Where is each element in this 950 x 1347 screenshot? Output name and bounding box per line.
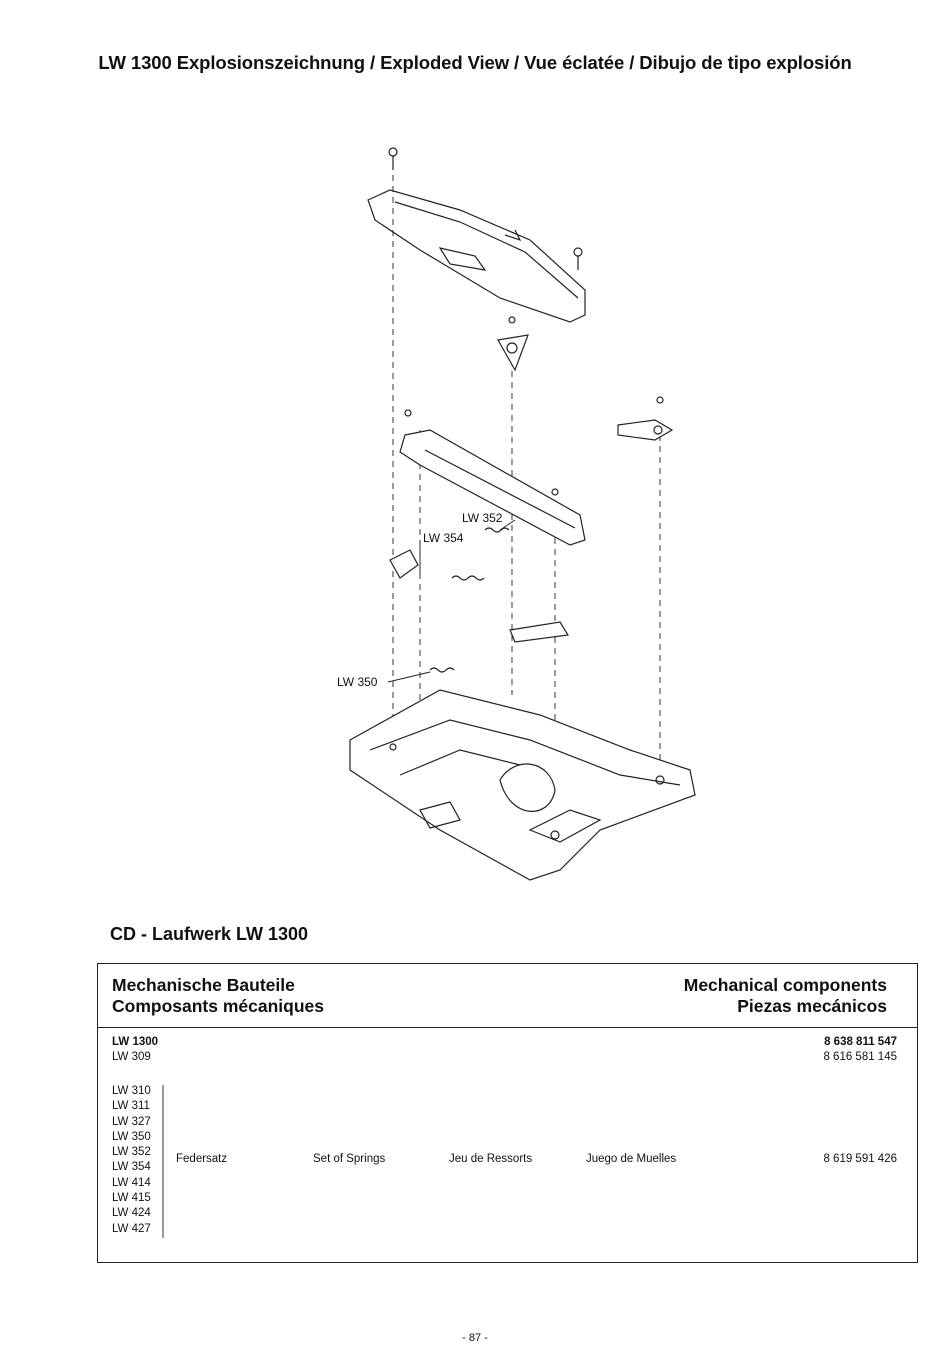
spring-code-list: LW 310 LW 311 LW 327 LW 350 LW 352 LW 35… <box>112 1084 151 1237</box>
parts-table-header: Mechanische Bauteile Composants mécaniqu… <box>98 964 917 1028</box>
section-title: CD - Laufwerk LW 1300 <box>110 924 309 944</box>
spring-lw354 <box>451 575 485 581</box>
spring-code: LW 415 <box>112 1192 151 1205</box>
spring-code: LW 327 <box>112 1115 151 1128</box>
spring-set-english: Set of Springs <box>313 1153 386 1165</box>
spring-lw352 <box>484 527 510 533</box>
spring-set-french: Jeu de Ressorts <box>449 1153 533 1165</box>
spring-code: LW 311 <box>112 1100 150 1113</box>
main-item-code: LW 1300 <box>112 1036 159 1048</box>
small-bracket-right <box>509 621 569 643</box>
header-spanish: Piezas mecánicos <box>737 996 887 1016</box>
group-bracket <box>162 1085 164 1238</box>
page-number: - 87 - <box>462 1332 488 1344</box>
lever-arm <box>617 419 674 441</box>
spring-code: LW 427 <box>112 1222 151 1235</box>
parts-table: Mechanische Bauteile Composants mécaniqu… <box>97 963 918 1263</box>
top-bracket <box>367 189 586 323</box>
spring-set-spanish: Juego de Muelles <box>586 1153 677 1165</box>
spring-lw350 <box>429 667 455 673</box>
spring-code: LW 352 <box>112 1146 151 1159</box>
spring-code: LW 354 <box>112 1161 151 1174</box>
header-german: Mechanische Bauteile <box>112 975 295 995</box>
screw-top-left <box>388 147 398 170</box>
spring-code: LW 424 <box>112 1207 151 1220</box>
header-left: Mechanische Bauteile Composants mécaniqu… <box>112 975 324 1017</box>
callout-lw350: LW 350 <box>337 675 378 689</box>
screw-top-right <box>573 247 583 270</box>
small-bracket-left <box>389 549 419 579</box>
callout-lw354: LW 354 <box>423 531 464 545</box>
callout-lw352: LW 352 <box>462 511 503 525</box>
spring-code: LW 310 <box>112 1085 151 1097</box>
slider-plate <box>399 429 586 546</box>
header-right: Mechanical components Piezas mecánicos <box>684 975 887 1017</box>
spring-code: LW 350 <box>112 1130 151 1143</box>
spring-code: LW 414 <box>112 1176 151 1189</box>
exploded-view-drawing: LW 352 LW 354 LW 350 <box>337 147 696 881</box>
base-chassis <box>349 689 696 881</box>
main-item-number: 8 638 811 547 <box>824 1036 897 1048</box>
second-item-number: 8 616 581 145 <box>823 1051 897 1063</box>
header-english: Mechanical components <box>683 975 887 995</box>
spring-set-number: 8 619 591 426 <box>823 1153 897 1165</box>
header-french: Composants mécaniques <box>112 996 324 1016</box>
spring-set-german: Federsatz <box>176 1153 228 1165</box>
second-item-code: LW 309 <box>112 1051 151 1063</box>
page-title: LW 1300 Explosionszeichnung / Exploded V… <box>98 52 852 73</box>
